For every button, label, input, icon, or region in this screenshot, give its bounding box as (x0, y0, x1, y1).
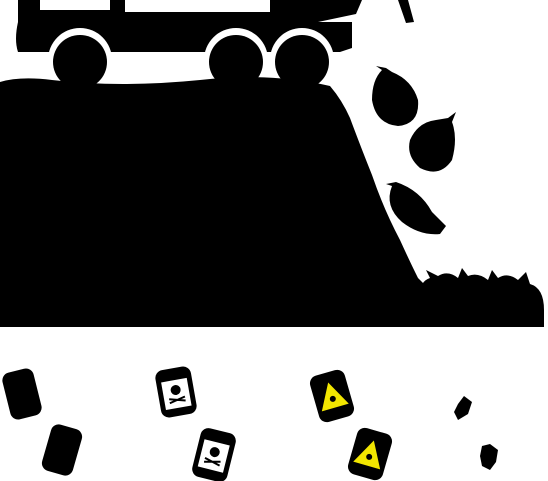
dump-truck-icon (16, 0, 414, 92)
landfill-mound (0, 77, 544, 327)
radiation-icon (309, 369, 393, 481)
barrel-icon (2, 368, 83, 476)
garbage-bag-icon (372, 66, 456, 235)
debris-icon (454, 396, 498, 470)
skull-crossbones-icon (155, 366, 236, 481)
garbage-pile-icon (418, 268, 544, 327)
